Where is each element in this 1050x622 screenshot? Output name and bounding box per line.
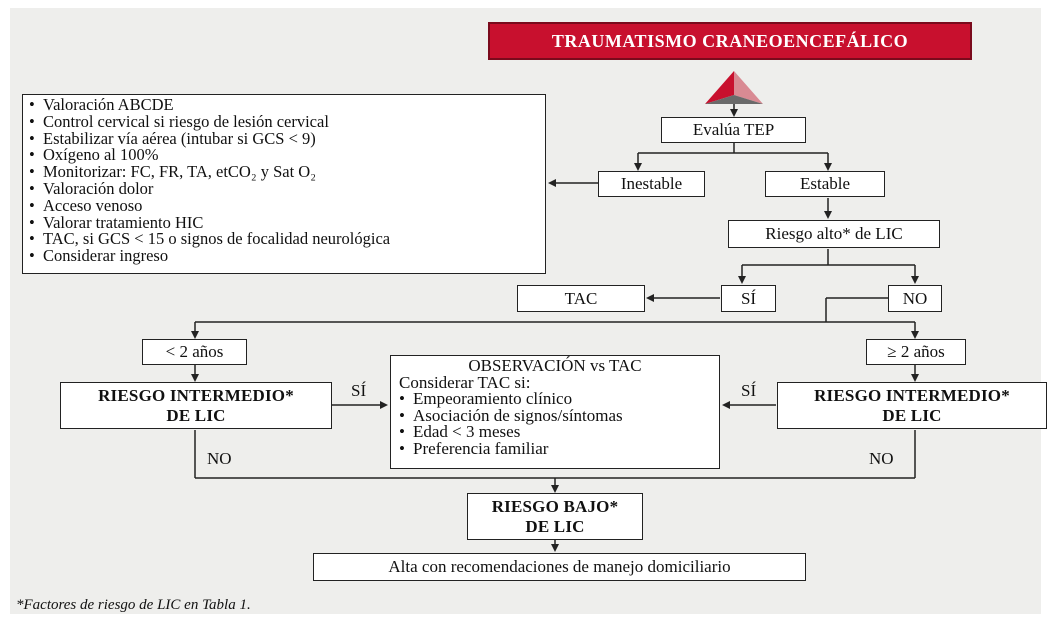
list-item: Valoración dolor — [29, 180, 539, 198]
riesgo-intermedio-right-box: RIESGO INTERMEDIO* DE LIC — [777, 382, 1047, 429]
observacion-title: OBSERVACIÓN vs TAC — [468, 356, 642, 375]
estable-box: Estable — [765, 171, 885, 197]
riesgo-alto-box: Riesgo alto* de LIC — [728, 220, 940, 248]
list-item: Edad < 3 meses — [399, 423, 711, 441]
no-box: NO — [888, 285, 942, 312]
riesgo-bajo-line1: RIESGO BAJO* — [491, 496, 619, 516]
mayor-2-anos-box: ≥ 2 años — [866, 339, 966, 365]
riesgo-bajo-line2: DE LIC — [525, 516, 585, 536]
list-item: Monitorizar: FC, FR, TA, etCO₂ y Sat O₂ — [29, 163, 539, 181]
observacion-box: OBSERVACIÓN vs TAC Considerar TAC si: Em… — [390, 355, 720, 469]
list-item: Control cervical si riesgo de lesión cer… — [29, 113, 539, 131]
no-label-left: NO — [207, 449, 232, 468]
si-box: SÍ — [721, 285, 776, 312]
tac-box: TAC — [517, 285, 645, 312]
footnote: *Factores de riesgo de LIC en Tabla 1. — [16, 597, 251, 613]
title-box: TRAUMATISMO CRANEOENCEFÁLICO — [488, 22, 972, 60]
si-label-right: SÍ — [741, 381, 757, 400]
list-item: Preferencia familiar — [399, 440, 711, 458]
list-item: Acceso venoso — [29, 197, 539, 215]
evalua-tep-box: Evalúa TEP — [661, 117, 806, 143]
riesgo-intermedio-line2: DE LIC — [882, 405, 942, 425]
riesgo-intermedio-line1: RIESGO INTERMEDIO* — [814, 385, 1010, 405]
menor-2-anos-box: < 2 años — [142, 339, 247, 365]
list-item: Valoración ABCDE — [29, 96, 539, 114]
list-item: Considerar ingreso — [29, 247, 539, 265]
unstable-management-list: Valoración ABCDE Control cervical si rie… — [22, 94, 546, 274]
pyramid-logo-icon — [705, 71, 763, 104]
riesgo-intermedio-left-box: RIESGO INTERMEDIO* DE LIC — [60, 382, 332, 429]
list-item: Oxígeno al 100% — [29, 147, 539, 164]
alta-box: Alta con recomendaciones de manejo domic… — [313, 553, 806, 581]
riesgo-intermedio-line1: RIESGO INTERMEDIO* — [98, 385, 294, 405]
riesgo-bajo-box: RIESGO BAJO* DE LIC — [467, 493, 643, 540]
riesgo-intermedio-line2: DE LIC — [166, 405, 226, 425]
list-item: Asociación de signos/síntomas — [399, 407, 711, 425]
list-item: TAC, si GCS < 15 o signos de focalidad n… — [29, 231, 539, 248]
inestable-box: Inestable — [598, 171, 705, 197]
list-item: Estabilizar vía aérea (intubar si GCS < … — [29, 130, 539, 148]
si-label-left: SÍ — [351, 381, 367, 400]
no-label-right: NO — [869, 449, 894, 468]
list-item: Empeoramiento clínico — [399, 390, 711, 408]
list-item: Valorar tratamiento HIC — [29, 214, 539, 232]
observacion-subtitle: Considerar TAC si: — [399, 372, 531, 392]
